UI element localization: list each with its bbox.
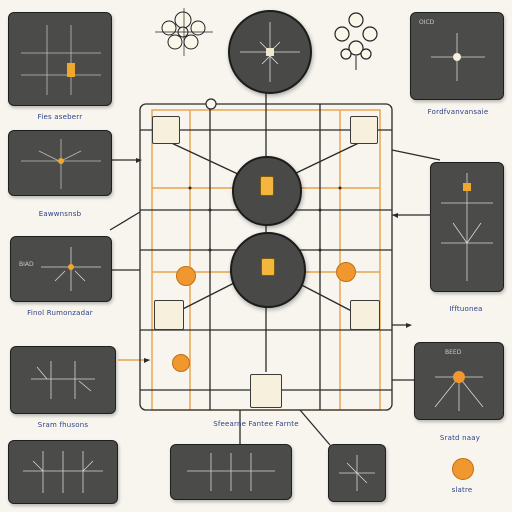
node-marker-upper [260, 176, 274, 196]
orange-node-left [176, 266, 196, 286]
panel-bottom-center [170, 444, 292, 500]
chip-bottom-right [350, 300, 380, 330]
caption-right-mid: Ifftuonea [449, 305, 483, 313]
panel-left-mid [8, 130, 112, 196]
chip-bottom-center [250, 374, 282, 408]
orange-node-bottom-right [452, 458, 474, 480]
panel-bottom-left [8, 440, 118, 504]
panel-right-top: OICD [410, 12, 504, 100]
panel-left-top [8, 12, 112, 106]
panel-left-bottom [10, 346, 116, 414]
caption-left-top: Fies aseberr [37, 113, 83, 121]
cluster-sketch-right [330, 8, 382, 70]
orange-node-lower-left [172, 354, 190, 372]
panel-tag: OICD [419, 19, 435, 26]
orange-node-right [336, 262, 356, 282]
panel-bottom-right [328, 444, 386, 502]
panel-tag: BIAD [19, 261, 34, 268]
node-marker-lower [261, 258, 275, 276]
caption-right-lower: Sratd naay [439, 434, 481, 442]
chip-top-right [350, 116, 378, 144]
cluster-sketch-left [155, 8, 213, 58]
caption-left-lower: Finol Rumonzadar [27, 309, 93, 317]
caption-bottom-right: slatre [451, 486, 473, 494]
caption-left-bottom: Sram fhusons [37, 421, 89, 429]
caption-left-mid: Eawwnsnsb [38, 210, 82, 218]
caption-right-top: Fordfvanvansaie [427, 108, 489, 116]
panel-right-lower: BEED [414, 342, 504, 420]
panel-left-lower: BIAD [10, 236, 112, 302]
chip-top-left [152, 116, 180, 144]
panel-right-mid [430, 162, 504, 292]
center-top-node [228, 10, 312, 94]
chip-bottom-left [154, 300, 184, 330]
caption-center-bottom: Sfeearne Fantee Farnte [213, 420, 299, 428]
panel-tag: BEED [445, 349, 462, 356]
